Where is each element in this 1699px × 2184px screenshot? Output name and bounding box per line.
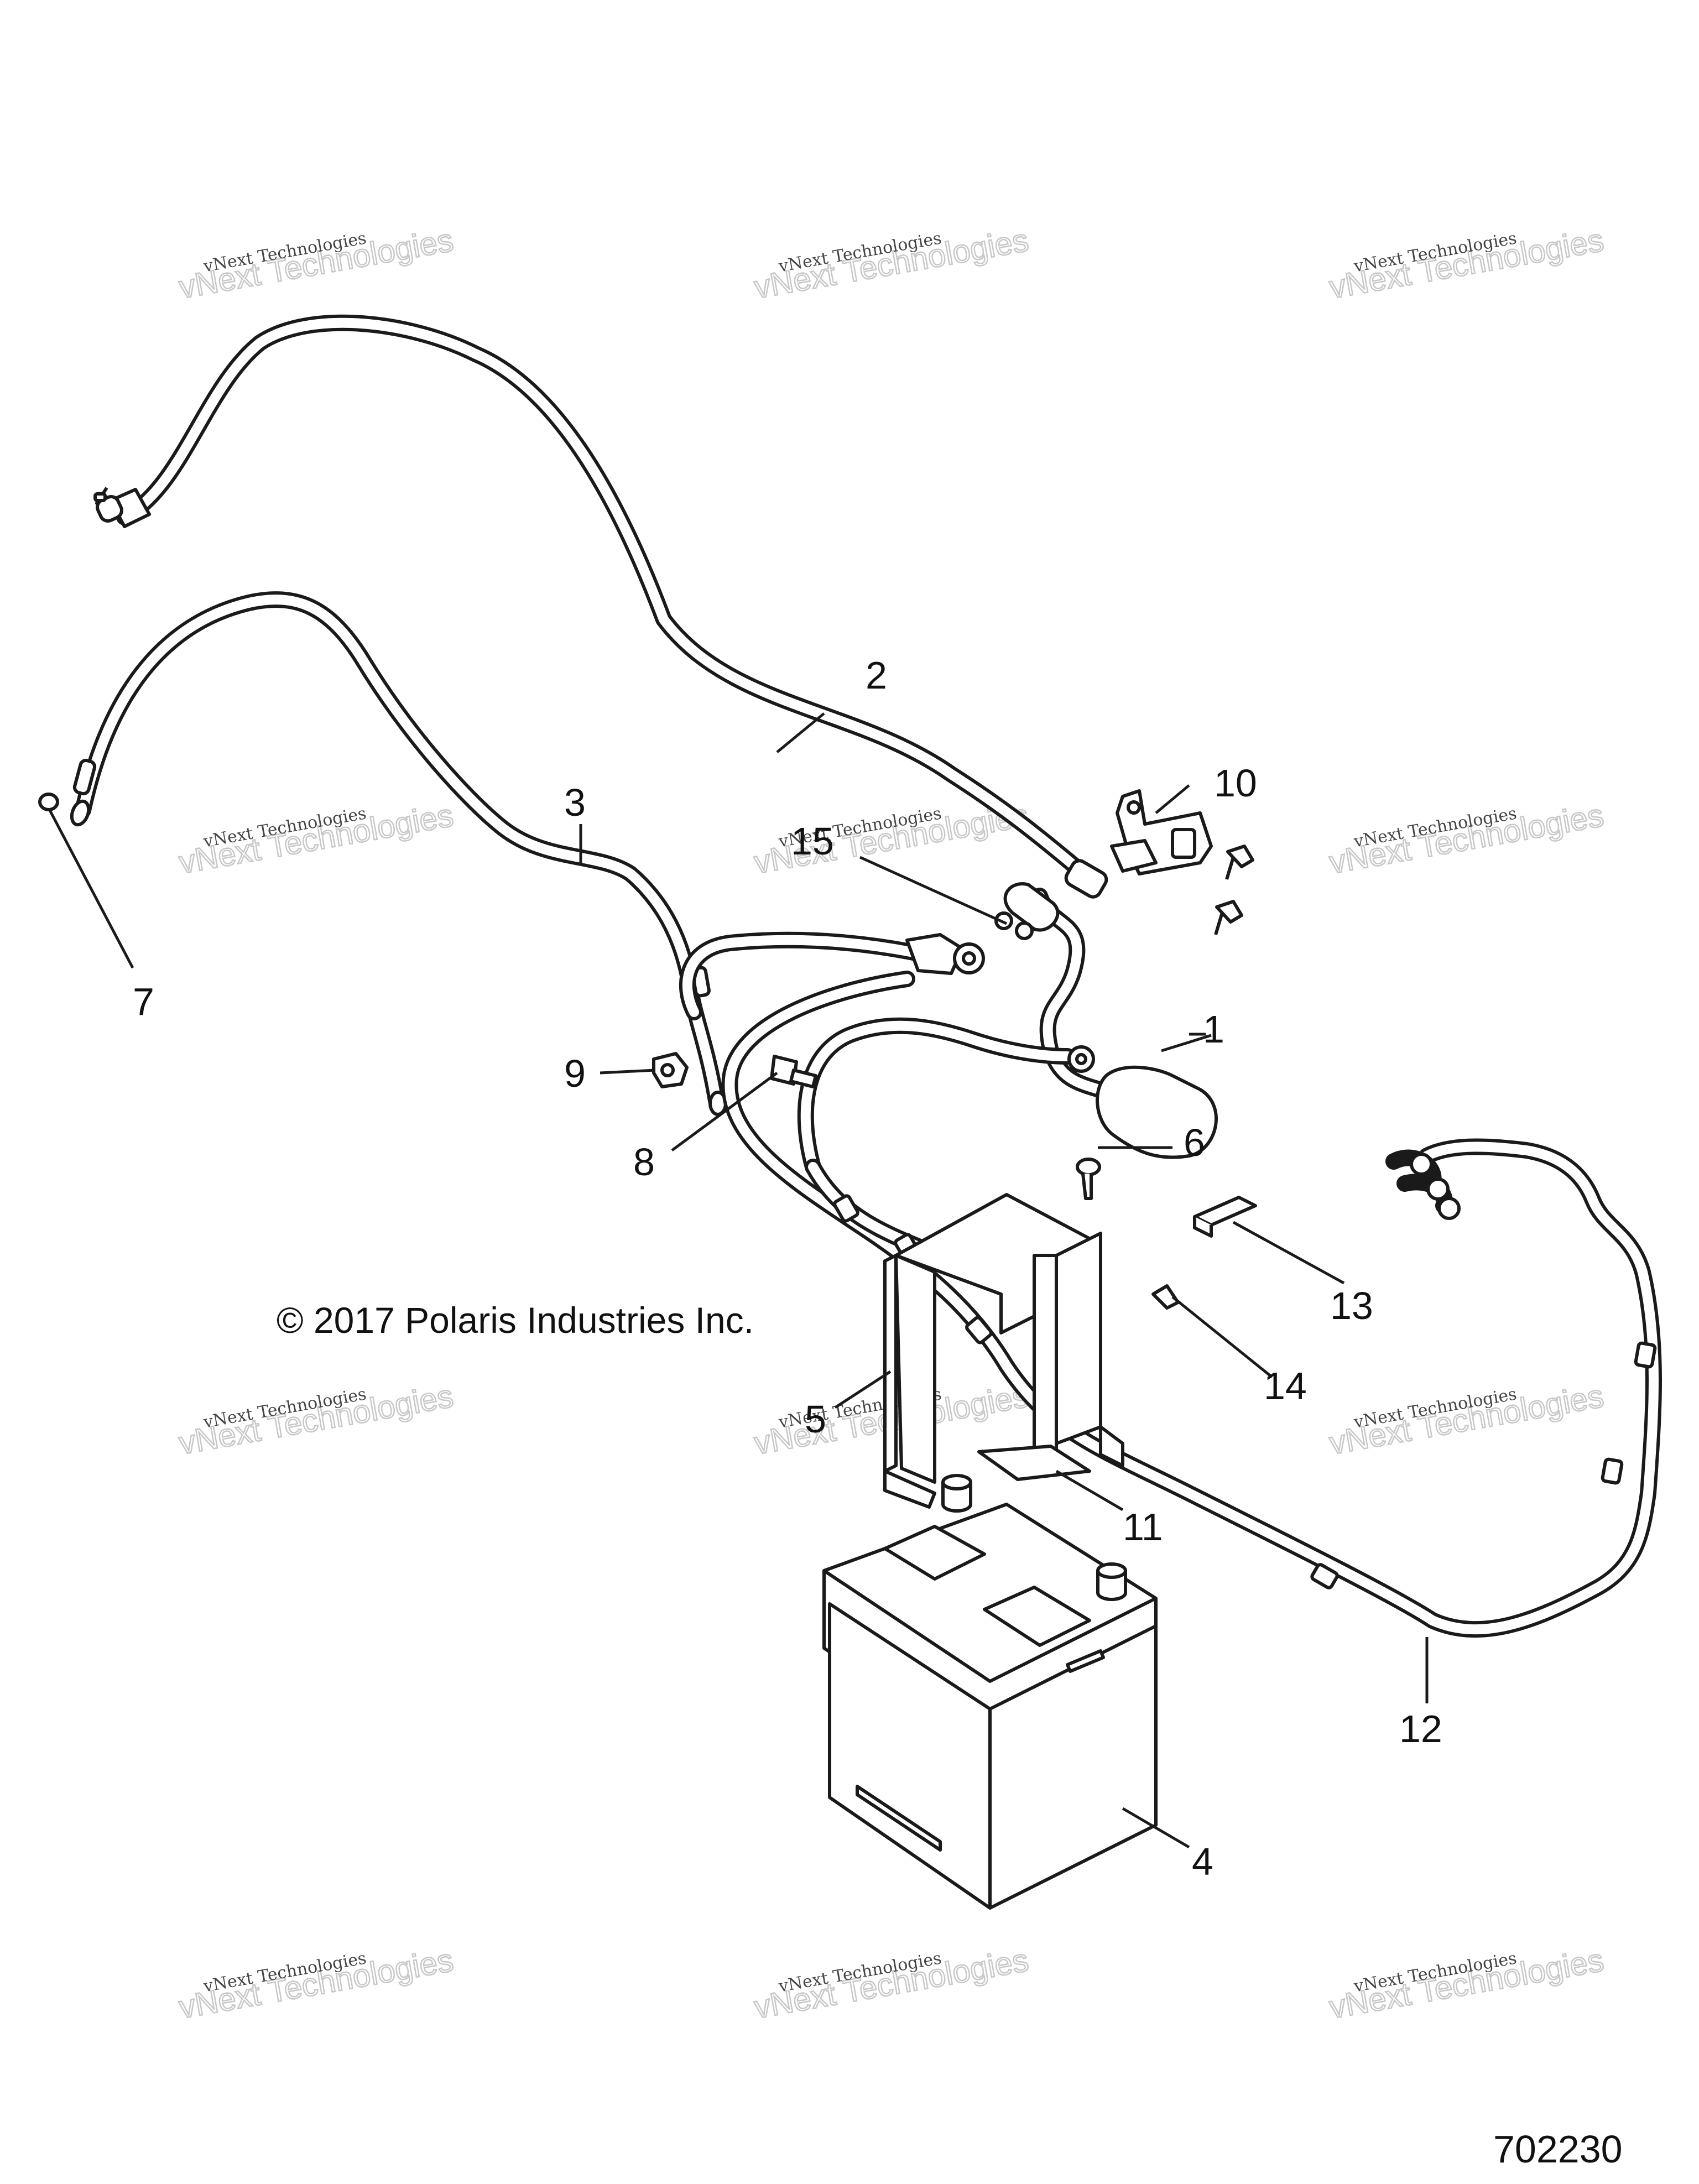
tie-13 [1193, 1196, 1257, 1238]
harness-12 [721, 971, 1662, 1638]
callout-13: 13 [1330, 1284, 1373, 1327]
callout-7: 7 [133, 980, 154, 1023]
cable-2 [93, 314, 1108, 899]
copyright-text: © 2017 Polaris Industries Inc. [277, 1300, 754, 1341]
leader-2 [776, 712, 825, 753]
watermark: vNext Technologies vNext Technologies [1326, 796, 1607, 882]
watermark: vNext Technologies vNext Technologies [176, 796, 457, 882]
solenoid-10 [1110, 789, 1254, 935]
leader-1b [1161, 1034, 1212, 1052]
cable-1 [994, 882, 1218, 1159]
watermark: vNext Technologies vNext Technologies [1326, 1377, 1607, 1462]
callout-4: 4 [1192, 1840, 1213, 1883]
callout-11: 11 [1123, 1505, 1163, 1549]
label-11 [977, 1445, 1091, 1481]
callout-1: 1 [1203, 1008, 1224, 1051]
watermark: vNext Technologies vNext Technologies [176, 1941, 457, 2026]
callouts: 1 2 3 4 5 6 7 8 9 10 11 12 13 14 15 [133, 654, 1442, 1883]
callout-14: 14 [1264, 1364, 1307, 1408]
watermark: vNext Technologies vNext Technologies [1326, 1941, 1607, 2026]
callout-10: 10 [1214, 762, 1257, 805]
leader-7 [48, 809, 134, 969]
callout-8: 8 [633, 1140, 655, 1184]
watermark: vNext Technologies vNext Technologies [751, 221, 1032, 306]
bracket-5 [883, 1193, 1124, 1509]
callout-5: 5 [805, 1398, 826, 1441]
watermark: vNext Technologies vNext Technologies [1326, 221, 1607, 306]
watermark: vNext Technologies vNext Technologies [751, 1941, 1032, 2026]
leader-15 [859, 856, 1008, 925]
leader-8 [671, 1071, 778, 1152]
callout-12: 12 [1399, 1707, 1442, 1750]
callout-3: 3 [564, 781, 586, 824]
leader-4 [1122, 1807, 1190, 1849]
battery-4 [822, 1474, 1158, 1910]
leader-lines [48, 712, 1429, 1849]
cable-3 [70, 591, 727, 1116]
leader-14 [1171, 1296, 1273, 1378]
callout-9: 9 [564, 1052, 586, 1095]
callout-2: 2 [866, 654, 887, 697]
leader-13 [1232, 1221, 1345, 1285]
leader-5 [834, 1370, 892, 1409]
nut-7 [38, 793, 59, 811]
ground-cable [679, 931, 985, 1020]
leader-9 [600, 1068, 656, 1075]
bolt-6 [1076, 1158, 1101, 1200]
callout-6: 6 [1184, 1121, 1205, 1164]
leader-10 [1155, 784, 1190, 814]
nut-9 [652, 1052, 689, 1088]
bolt-8 [770, 1055, 817, 1088]
watermark: vNext Technologies vNext Technologies [176, 1377, 457, 1462]
figure-number: 702230 [1493, 2128, 1623, 2171]
leader-11 [1055, 1469, 1124, 1511]
callout-15: 15 [791, 820, 834, 863]
watermark: vNext Technologies vNext Technologies [176, 221, 457, 306]
